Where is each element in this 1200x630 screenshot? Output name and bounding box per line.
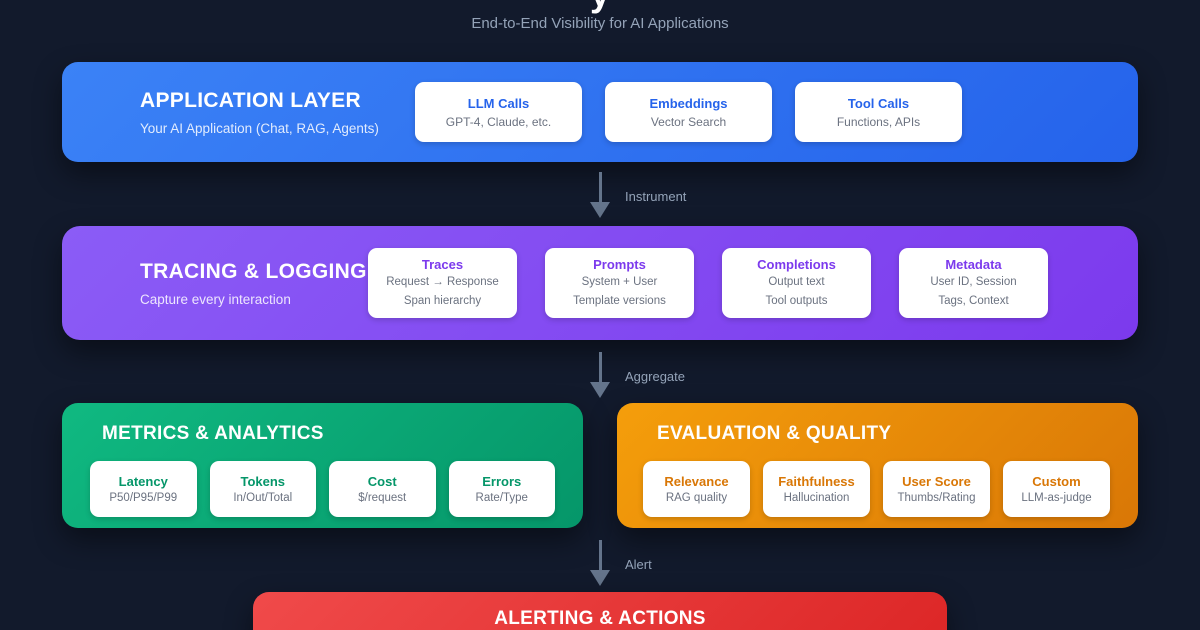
card-completions: Completions Output text Tool outputs xyxy=(722,248,871,318)
tracing-layer-title: TRACING & LOGGING xyxy=(140,259,367,283)
card-line: GPT-4, Claude, etc. xyxy=(445,114,552,129)
metrics-cards: Latency P50/P95/P99 Tokens In/Out/Total … xyxy=(90,461,555,517)
card-title: Completions xyxy=(757,256,836,272)
card-title: Cost xyxy=(367,474,397,489)
card-line: Request → Response xyxy=(386,275,499,288)
down-arrow-icon xyxy=(590,352,610,400)
card-line: In/Out/Total xyxy=(233,492,293,504)
card-title: Traces xyxy=(421,256,464,272)
page-subtitle: End-to-End Visibility for AI Application… xyxy=(471,15,729,32)
application-layer-heading: APPLICATION LAYER Your AI Application (C… xyxy=(140,89,415,136)
arrow-label: Instrument xyxy=(625,189,687,204)
card-title: Tokens xyxy=(240,474,286,489)
card-line: P50/P95/P99 xyxy=(109,492,178,504)
card-line: User ID, Session xyxy=(930,275,1017,288)
card-line: Thumbs/Rating xyxy=(897,492,976,504)
card-line: System + User xyxy=(581,275,658,288)
evaluation-layer-box: EVALUATION & QUALITY Relevance RAG quali… xyxy=(617,403,1138,528)
card-title: Embeddings xyxy=(649,95,728,111)
application-layer-title: APPLICATION LAYER xyxy=(140,88,361,112)
down-arrow-icon xyxy=(590,172,610,220)
tracing-layer-box: TRACING & LOGGING Capture every interact… xyxy=(62,226,1138,340)
card-line: RAG quality xyxy=(665,492,728,504)
card-line: Tool outputs xyxy=(765,294,828,307)
card-line: $/request xyxy=(358,492,407,504)
card-tokens: Tokens In/Out/Total xyxy=(209,461,316,517)
tracing-cards: Traces Request → Response Span hierarchy… xyxy=(368,248,1048,318)
card-errors: Errors Rate/Type xyxy=(448,461,555,517)
card-line: Functions, APIs xyxy=(836,114,921,129)
card-line: LLM-as-judge xyxy=(1021,492,1092,504)
card-tool-calls: Tool Calls Functions, APIs xyxy=(795,82,962,142)
card-latency: Latency P50/P95/P99 xyxy=(90,461,197,517)
card-line: Tags, Context xyxy=(938,294,1009,307)
alerting-layer-box: ALERTING & ACTIONS xyxy=(253,592,947,630)
card-title: Relevance xyxy=(664,474,729,489)
card-relevance: Relevance RAG quality xyxy=(643,461,750,517)
card-title: LLM Calls xyxy=(467,95,530,111)
card-title: Custom xyxy=(1032,474,1081,489)
card-line: Span hierarchy xyxy=(403,294,482,307)
card-title: Errors xyxy=(482,474,522,489)
card-title: Prompts xyxy=(593,256,646,272)
application-layer-box: APPLICATION LAYER Your AI Application (C… xyxy=(62,62,1138,162)
card-line: Vector Search xyxy=(650,114,727,129)
evaluation-cards: Relevance RAG quality Faithfulness Hallu… xyxy=(643,461,1110,517)
card-prompts: Prompts System + User Template versions xyxy=(545,248,694,318)
alerting-layer-title: ALERTING & ACTIONS xyxy=(494,608,706,629)
arrow-label: Aggregate xyxy=(625,369,685,384)
metrics-layer-box: METRICS & ANALYTICS Latency P50/P95/P99 … xyxy=(62,403,583,528)
application-cards: LLM Calls GPT-4, Claude, etc. Embeddings… xyxy=(415,82,962,142)
evaluation-layer-title: EVALUATION & QUALITY xyxy=(657,423,892,444)
card-cost: Cost $/request xyxy=(329,461,436,517)
card-line: Template versions xyxy=(573,294,666,307)
card-metadata: Metadata User ID, Session Tags, Context xyxy=(899,248,1048,318)
card-llm-calls: LLM Calls GPT-4, Claude, etc. xyxy=(415,82,582,142)
card-title: Latency xyxy=(118,474,168,489)
tracing-layer-heading: TRACING & LOGGING Capture every interact… xyxy=(140,260,368,307)
card-title: Tool Calls xyxy=(847,95,910,111)
metrics-layer-title: METRICS & ANALYTICS xyxy=(102,423,324,444)
card-line: Rate/Type xyxy=(475,492,528,504)
down-arrow-icon xyxy=(590,540,610,588)
card-user-score: User Score Thumbs/Rating xyxy=(883,461,990,517)
card-line: Output text xyxy=(768,275,825,288)
page-title-fragment: y xyxy=(590,0,610,14)
card-title: User Score xyxy=(902,474,971,489)
card-line: Hallucination xyxy=(783,492,850,504)
arrow-label: Alert xyxy=(625,557,652,572)
card-title: Faithfulness xyxy=(778,474,855,489)
card-traces: Traces Request → Response Span hierarchy xyxy=(368,248,517,318)
application-layer-subtitle: Your AI Application (Chat, RAG, Agents) xyxy=(140,120,379,136)
card-embeddings: Embeddings Vector Search xyxy=(605,82,772,142)
page-title-clipped: y xyxy=(0,0,1200,14)
card-title: Metadata xyxy=(945,256,1002,272)
card-faithfulness: Faithfulness Hallucination xyxy=(763,461,870,517)
card-custom: Custom LLM-as-judge xyxy=(1003,461,1110,517)
tracing-layer-subtitle: Capture every interaction xyxy=(140,291,291,307)
